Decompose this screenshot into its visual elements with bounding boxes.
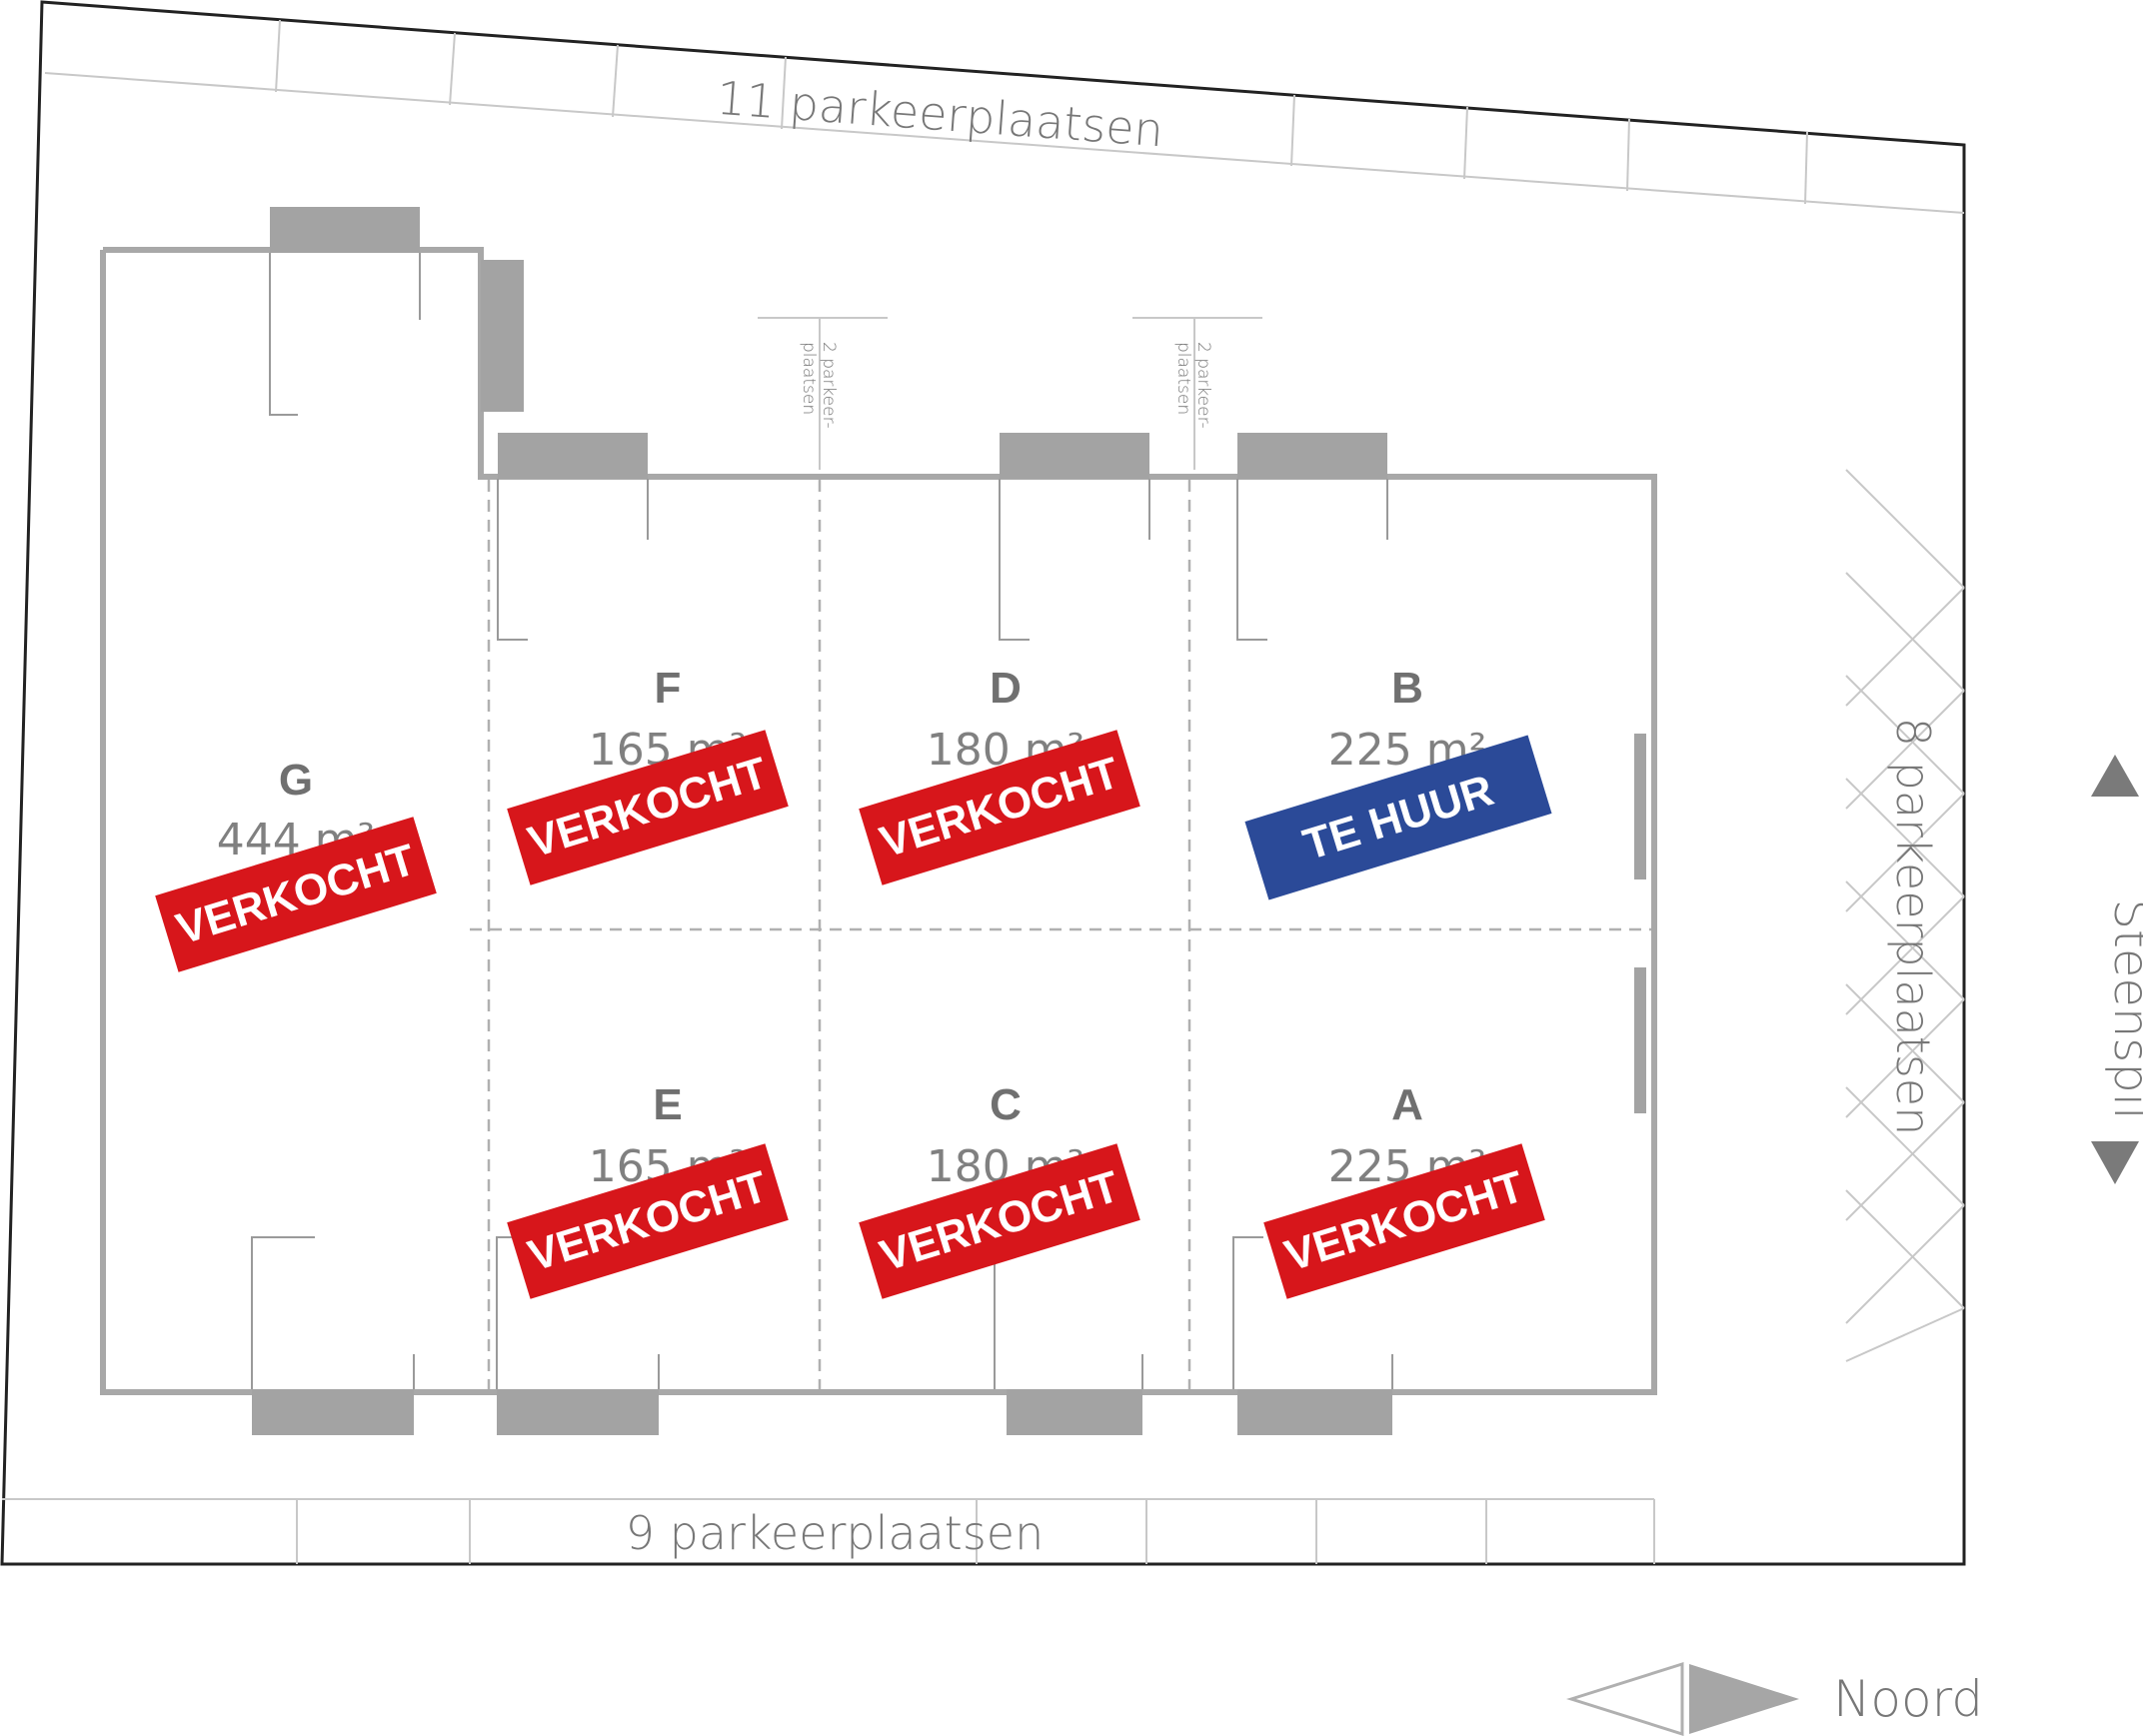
east-parking-bays [1845,469,1965,1362]
door-markings [251,253,1393,1389]
compass-label: Noord [1833,1670,1983,1728]
unit-letter: F [655,664,682,713]
small-parking-markers [758,317,1262,470]
north-parking-strip [44,19,1965,214]
unit-letter: E [653,1080,682,1129]
south-parking-strip [2,1498,1655,1564]
east-parking-label: 8 parkeerplaatsen [1886,718,1940,1136]
unit-letter: D [990,664,1022,713]
loading-docks [252,207,1646,1435]
triangle-up-icon [2091,755,2139,797]
unit-letter: A [1391,1080,1423,1129]
svg-text:plaatsen: plaatsen [799,342,819,415]
unit-dividers [470,480,1651,1389]
unit-letter: C [990,1080,1022,1129]
unit-letter: B [1391,664,1423,713]
svg-text:plaatsen: plaatsen [1173,342,1193,415]
small-parking-label-a: 2 parkeer- plaatsen [799,342,839,429]
road-label: Steenspil [2103,899,2143,1120]
plot-boundary [0,0,1966,1566]
svg-text:2 parkeer-: 2 parkeer- [819,342,839,429]
unit-letter: G [279,756,313,805]
small-parking-label-b: 2 parkeer- plaatsen [1173,342,1213,429]
svg-text:2 parkeer-: 2 parkeer- [1193,342,1213,429]
building-outline [100,247,1657,1395]
north-parking-label: 11 parkeerplaatsen [715,71,1165,158]
south-parking-label: 9 parkeerplaatsen [626,1506,1045,1560]
triangle-down-icon [2091,1141,2139,1184]
north-arrow-icon [1566,1661,1799,1736]
